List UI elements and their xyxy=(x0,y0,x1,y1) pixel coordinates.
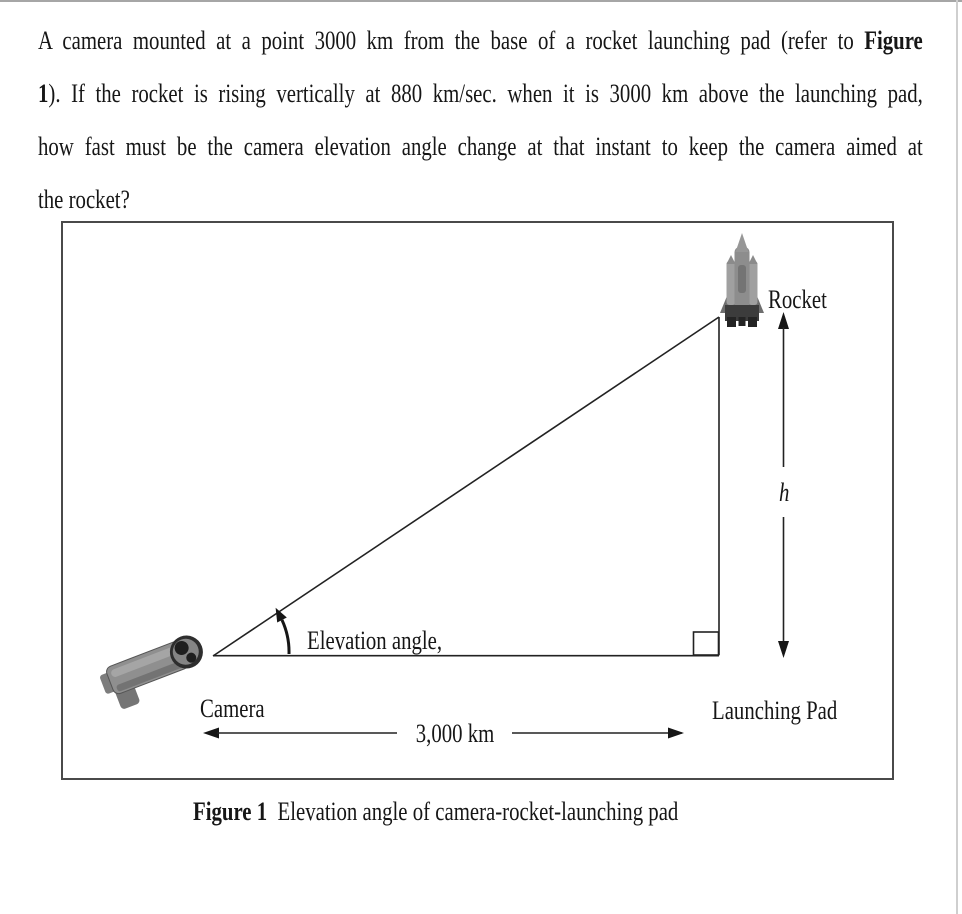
problem-statement: A camera mounted at a point 3000 km from… xyxy=(38,14,923,226)
triangle xyxy=(212,316,720,657)
elevation-angle-arc xyxy=(280,619,291,655)
page-top-edge xyxy=(0,0,962,2)
hypotenuse-line xyxy=(212,316,720,657)
figure-frame: Rocket h Elevation angle, Camera Launchi… xyxy=(61,221,894,780)
page-right-edge xyxy=(956,0,958,914)
arrow-left-icon xyxy=(203,727,219,739)
problem-line-4: the rocket? xyxy=(38,173,923,226)
elevation-angle-arrowhead xyxy=(275,607,287,623)
launching-pad-label: Launching Pad xyxy=(712,697,837,726)
figure-ref-bold: 1 xyxy=(38,79,49,108)
problem-line-1: A camera mounted at a point 3000 km from… xyxy=(38,14,923,67)
distance-label: 3,000 km xyxy=(416,720,495,749)
figure-caption: Figure 1 Elevation angle of camera-rocket… xyxy=(193,797,678,827)
figure-caption-text: Elevation angle of camera-rocket-launchi… xyxy=(277,797,679,826)
height-arrow xyxy=(778,312,789,658)
problem-line-3: how fast must be the camera elevation an… xyxy=(38,120,923,173)
height-label: h xyxy=(779,479,789,508)
problem-text: ). If the rocket is rising vertically at… xyxy=(48,79,923,108)
problem-text: the rocket? xyxy=(38,185,130,214)
distance-arrow xyxy=(203,727,684,739)
right-angle-marker xyxy=(692,631,720,656)
figure-caption-label: Figure 1 xyxy=(193,797,268,826)
elevation-angle-label: Elevation angle, xyxy=(307,627,442,656)
problem-text: A camera mounted at a point 3000 km from… xyxy=(38,26,865,55)
problem-line-2: 1). If the rocket is rising vertically a… xyxy=(38,67,923,120)
arrow-up-icon xyxy=(778,312,789,329)
problem-text: how fast must be the camera elevation an… xyxy=(38,132,923,161)
camera-label: Camera xyxy=(200,695,265,724)
rocket-label: Rocket xyxy=(768,286,827,315)
figure-diagram: Rocket h Elevation angle, Camera Launchi… xyxy=(100,233,837,749)
rocket-image xyxy=(720,233,764,327)
figure-ref-bold: Figure xyxy=(864,26,923,55)
arrow-right-icon xyxy=(668,727,684,739)
arrow-down-icon xyxy=(778,641,789,658)
camera-image xyxy=(100,635,203,709)
